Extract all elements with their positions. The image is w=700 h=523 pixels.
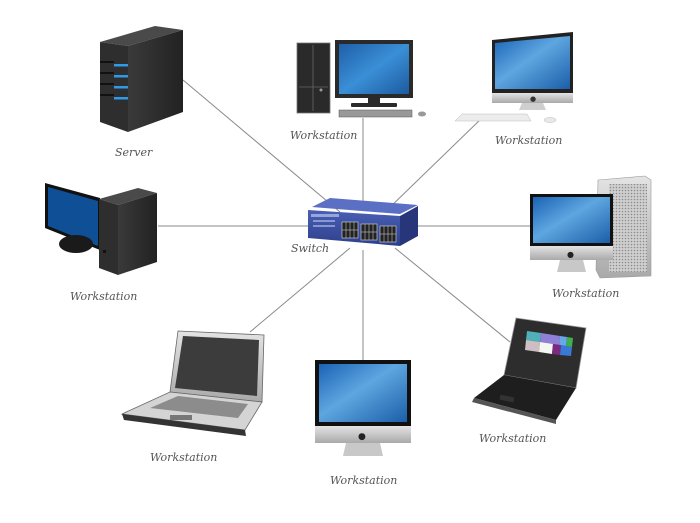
switch-label: Switch <box>291 242 329 255</box>
link-switch-server <box>182 79 341 213</box>
monitor-tower-icon[interactable] <box>45 183 157 275</box>
laptop-icon[interactable] <box>120 330 265 436</box>
ws-bottom-right-label: Workstation <box>479 432 546 445</box>
link-switch-ws-top-right <box>384 117 483 213</box>
svg-text:●: ● <box>530 95 536 103</box>
tablet-laptop-icon[interactable] <box>472 317 587 424</box>
imac-icon[interactable]: ● <box>315 360 411 456</box>
links <box>158 79 530 360</box>
network-switch-icon[interactable] <box>308 198 418 246</box>
desktop-pc-icon[interactable] <box>296 40 426 118</box>
server-label: Server <box>115 146 153 159</box>
server-tower-icon[interactable] <box>100 26 183 132</box>
ws-bottom-left-label: Workstation <box>150 451 217 464</box>
link-switch-ws-bottom-left <box>249 247 351 333</box>
ws-right-label: Workstation <box>552 287 619 300</box>
ws-top-label: Workstation <box>290 129 357 142</box>
ws-left-label: Workstation <box>70 290 137 303</box>
svg-text:●: ● <box>567 250 574 259</box>
imac-keyboard-icon[interactable]: ● <box>454 32 573 123</box>
imac-mac-pro-icon[interactable]: ● <box>530 175 652 279</box>
link-switch-ws-bottom-right <box>394 247 511 343</box>
ws-top-right-label: Workstation <box>495 134 562 147</box>
svg-text:●: ● <box>358 432 366 442</box>
ws-bottom-label: Workstation <box>330 474 397 487</box>
